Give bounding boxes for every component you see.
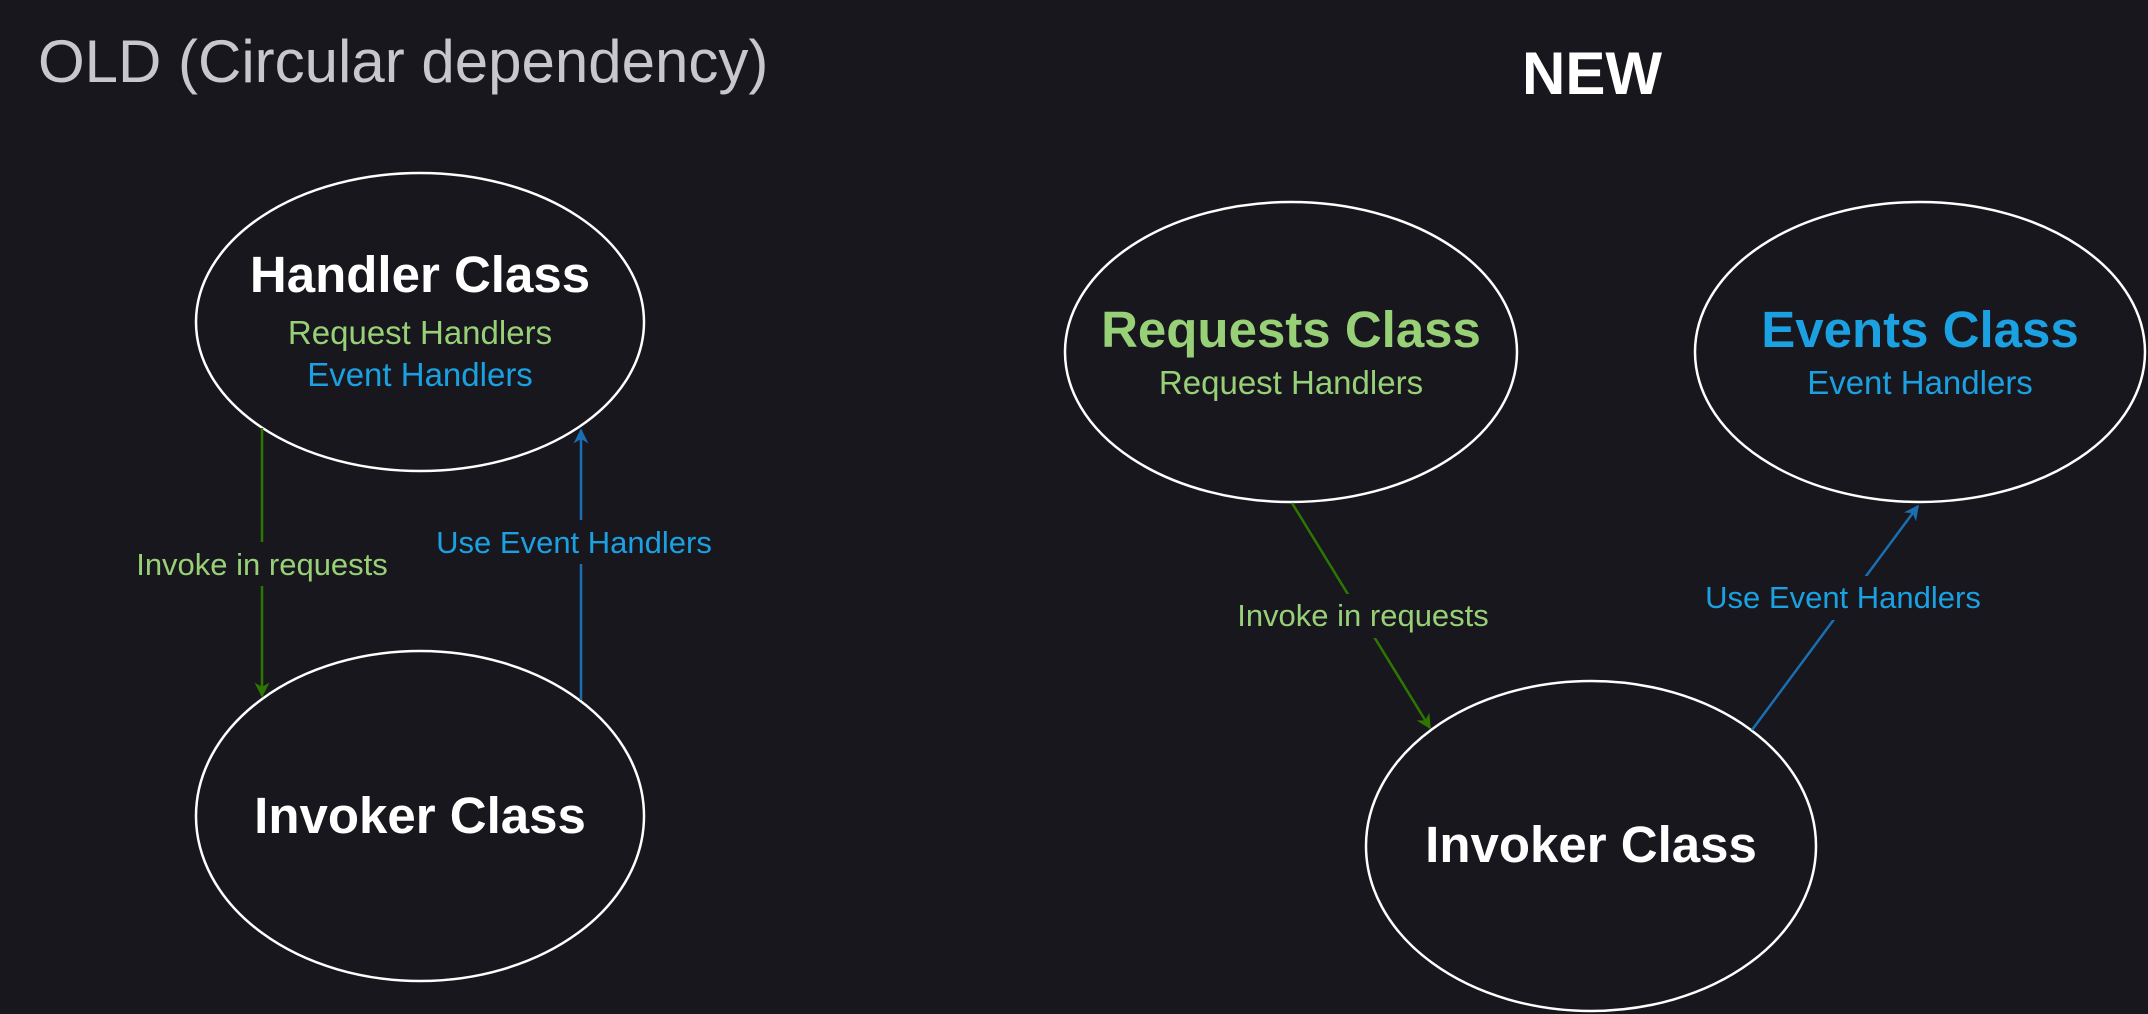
new-invoker-node-shape: [1364, 679, 1818, 1013]
new-edge-invoke-requests: Invoke in requests: [1222, 502, 1504, 730]
old-edge-use-event-handlers-label: Use Event Handlers: [436, 525, 712, 560]
old-handler-node-title: Handler Class: [250, 246, 590, 303]
new-edge-use-event-handlers-label-bg: [1692, 576, 1994, 620]
old-invoker-node: Invoker Class: [194, 649, 646, 983]
new-events-node: Events Class Event Handlers: [1693, 200, 2147, 504]
old-section-title: OLD (Circular dependency): [38, 28, 768, 95]
old-edge-use-event-handlers: Use Event Handlers: [426, 428, 722, 700]
new-edge-invoke-requests-label: Invoke in requests: [1237, 598, 1489, 633]
new-section-title: NEW: [1522, 40, 1662, 107]
new-events-node-event-handlers: Event Handlers: [1807, 364, 2033, 401]
old-handler-node-request-handlers: Request Handlers: [288, 314, 552, 351]
old-handler-node-shape: [194, 171, 646, 473]
new-requests-node-title: Requests Class: [1101, 301, 1481, 358]
old-edge-invoke-requests: Invoke in requests: [126, 428, 398, 698]
new-requests-node: Requests Class Request Handlers: [1063, 200, 1519, 504]
new-invoker-node: Invoker Class: [1364, 679, 1818, 1013]
old-invoker-node-title: Invoker Class: [254, 787, 586, 844]
old-edge-invoke-requests-label-bg: [126, 542, 398, 586]
old-edge-use-event-handlers-label-bg: [426, 520, 722, 564]
new-requests-node-shape: [1063, 200, 1519, 504]
new-edge-use-event-handlers-label: Use Event Handlers: [1705, 580, 1981, 615]
new-requests-node-request-handlers: Request Handlers: [1159, 364, 1423, 401]
new-events-node-title: Events Class: [1761, 301, 2079, 358]
old-handler-node: Handler Class Request Handlers Event Han…: [194, 171, 646, 473]
old-invoker-node-shape: [194, 649, 646, 983]
new-events-node-shape: [1693, 200, 2147, 504]
old-edge-invoke-requests-label: Invoke in requests: [136, 547, 388, 582]
old-handler-node-event-handlers: Event Handlers: [307, 356, 533, 393]
new-invoker-node-title: Invoker Class: [1425, 816, 1757, 873]
new-edge-use-event-handlers: Use Event Handlers: [1692, 504, 1994, 731]
new-edge-invoke-requests-label-bg: [1222, 594, 1504, 638]
